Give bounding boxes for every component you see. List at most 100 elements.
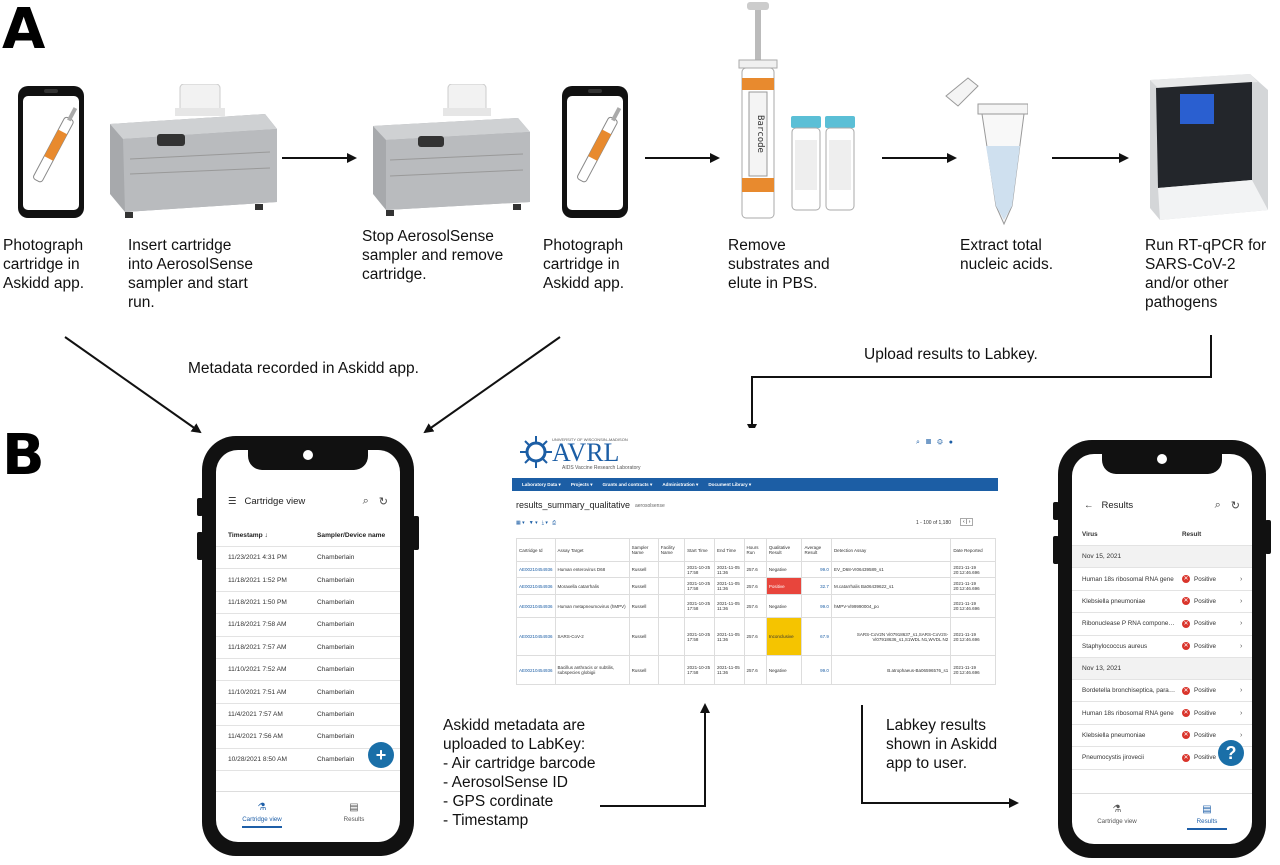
tab-cartridge-view[interactable]: ⚗Cartridge view (1072, 794, 1162, 844)
results-view-screen: ← Results ⌕ ↻ Virus Result Nov 15, 2021 … (1072, 454, 1252, 844)
cell-date-reported: 2021-11-19 20:12:46.696 (950, 617, 996, 656)
page-prev-next[interactable]: ‹ | › (960, 518, 974, 526)
phone-photo-illustration-2 (562, 86, 628, 218)
cell-date-reported: 2021-11-19 20:12:46.696 (950, 655, 996, 685)
th-assay-target[interactable]: Assay Target (554, 538, 630, 562)
phone-cartridge-view: ☰ Cartridge view ⌕ ↻ Timestamp ↓ Sampler… (197, 436, 419, 856)
cell-detection-assay: SARS-CoV2N Vi07918637_s1,SARS-CoV2S-Vi07… (830, 617, 952, 656)
nav-laboratory-data[interactable]: Laboratory Data ▾ (522, 481, 561, 487)
refresh-icon[interactable]: ↻ (1230, 499, 1240, 512)
error-circle-icon: ✕ (1182, 686, 1190, 695)
nav-document-library[interactable]: Document Library ▾ (708, 481, 752, 487)
chart-icon: ▤ (349, 802, 359, 813)
cell-qual-result: Negative (765, 561, 803, 578)
phone-results-view: ← Results ⌕ ↻ Virus Result Nov 15, 2021 … (1053, 440, 1271, 858)
aerosolsense-sampler-illustration-1 (110, 84, 277, 218)
cell-end: 2021-11-05 11:36 (714, 594, 745, 618)
header-icons[interactable]: ⌕ ▦ ⚙ ● (916, 439, 955, 446)
cell-timestamp: 11/4/2021 7:57 AM (228, 710, 283, 718)
list-item[interactable]: Bordetella bronchiseptica, parap...✕Posi… (1072, 680, 1252, 703)
virus-name: Klebsiella pneumoniae (1082, 731, 1146, 739)
grid-toolbar[interactable]: ▦ ▾ ▼ ▾ ⤓ ▾ ⎙ (516, 520, 557, 526)
results-table-header: Virus Result (1072, 524, 1252, 547)
help-button[interactable]: ? (1218, 740, 1244, 766)
th-facility-name[interactable]: Facility Name (657, 538, 686, 562)
cartridge-id-link[interactable]: AE00210454936 (519, 634, 553, 639)
add-cartridge-button[interactable]: + (368, 742, 394, 768)
list-item[interactable]: Ribonuclease P RNA component...✕Positive… (1072, 613, 1252, 636)
list-item[interactable]: Staphylococcus aureus✕Positive› (1072, 636, 1252, 658)
cell-sampler: Russell (628, 655, 659, 685)
cell-assay-target: Human enterovirus D68 (554, 561, 630, 578)
th-hours-run[interactable]: Hours Run (743, 538, 767, 562)
result-status: Positive (1194, 687, 1217, 695)
table-row: AE00210454936 Moraxella catarrhalis Russ… (516, 577, 996, 595)
th-end-time[interactable]: End Time (714, 538, 745, 562)
th-date-reported[interactable]: Date Reported (950, 538, 996, 562)
cartridge-id-link[interactable]: AE00210454936 (519, 567, 553, 572)
list-item[interactable]: Human 18s ribosomal RNA gene✕Positive› (1072, 568, 1252, 591)
menu-icon[interactable]: ☰ (228, 495, 237, 507)
nav-projects[interactable]: Projects ▾ (570, 481, 593, 487)
search-icon[interactable]: ⌕ (1214, 498, 1221, 511)
cell-start: 2021-10-25 17:58 (684, 594, 716, 618)
error-circle-icon: ✕ (1182, 709, 1190, 718)
cartridge-id-link[interactable]: AE00210454936 (519, 667, 553, 673)
refresh-icon[interactable]: ↻ (378, 495, 388, 508)
virus-name: Ribonuclease P RNA component... (1082, 620, 1176, 628)
nav-grants[interactable]: Grants and contracts ▾ (602, 481, 653, 487)
cell-assay-target: Moraxella catarrhalis (554, 577, 630, 595)
th-qualitative-result[interactable]: Qualitative Result (765, 538, 803, 562)
cell-detection-assay: hMPV-Vi99990004_po (830, 594, 952, 618)
back-arrow-icon[interactable]: ← (1084, 499, 1094, 511)
nav-administration[interactable]: Administration ▾ (662, 481, 699, 487)
cartridge-id-link[interactable]: AE00210454936 (519, 603, 553, 609)
labkey-results-table: Cartridge Id Assay Target Sampler Name F… (516, 538, 996, 685)
avrl-logo-text: AVRL (552, 438, 620, 467)
cell-hours: 257.6 (743, 655, 767, 685)
virus-name: Klebsiella pneumoniae (1082, 597, 1146, 605)
tab-results[interactable]: ▤Results (1162, 794, 1252, 844)
table-row[interactable]: 11/18/2021 7:58 AM Chamberlain (216, 614, 400, 637)
th-start-time[interactable]: Start Time (684, 538, 716, 562)
th-sampler-name[interactable]: Sampler Name (628, 538, 659, 562)
th-detection-assay[interactable]: Detection Assay (830, 538, 952, 562)
tab-results[interactable]: ▤Results (308, 792, 400, 842)
col-timestamp[interactable]: Timestamp ↓ (228, 531, 268, 539)
list-item[interactable]: Klebsiella pneumoniae✕Positive› (1072, 725, 1252, 748)
pcr-instrument-illustration (1150, 74, 1268, 220)
cell-timestamp: 11/18/2021 7:57 AM (228, 643, 287, 651)
th-cartridge-id[interactable]: Cartridge Id (516, 538, 556, 562)
phone-notch (248, 446, 368, 470)
chevron-right-icon: › (1240, 731, 1243, 739)
cell-timestamp: 11/18/2021 7:58 AM (228, 621, 287, 629)
th-average-result[interactable]: Average Result (801, 538, 832, 562)
cell-hours: 257.6 (743, 617, 767, 656)
table-row: AE00210454936 Human enterovirus D68 Russ… (516, 561, 996, 578)
list-item[interactable]: Human 18s ribosomal RNA gene✕Positive› (1072, 702, 1252, 725)
cell-end: 2021-11-05 11:36 (714, 655, 745, 685)
cell-qual-result: Negative (765, 594, 803, 618)
col-sampler[interactable]: Sampler/Device name (317, 531, 386, 539)
error-circle-icon: ✕ (1182, 753, 1190, 762)
search-icon[interactable]: ⌕ (362, 494, 369, 507)
cartridge-id-link[interactable]: AE00210454936 (519, 583, 553, 589)
cell-timestamp: 11/18/2021 1:52 PM (228, 576, 287, 584)
tab-cartridge-view[interactable]: ⚗Cartridge view (216, 792, 308, 842)
virus-name: Human 18s ribosomal RNA gene (1082, 575, 1174, 583)
list-item[interactable]: Klebsiella pneumoniae✕Positive› (1072, 591, 1252, 614)
date-group-header: Nov 15, 2021 (1072, 546, 1252, 569)
cell-sampler: Chamberlain (317, 621, 355, 629)
